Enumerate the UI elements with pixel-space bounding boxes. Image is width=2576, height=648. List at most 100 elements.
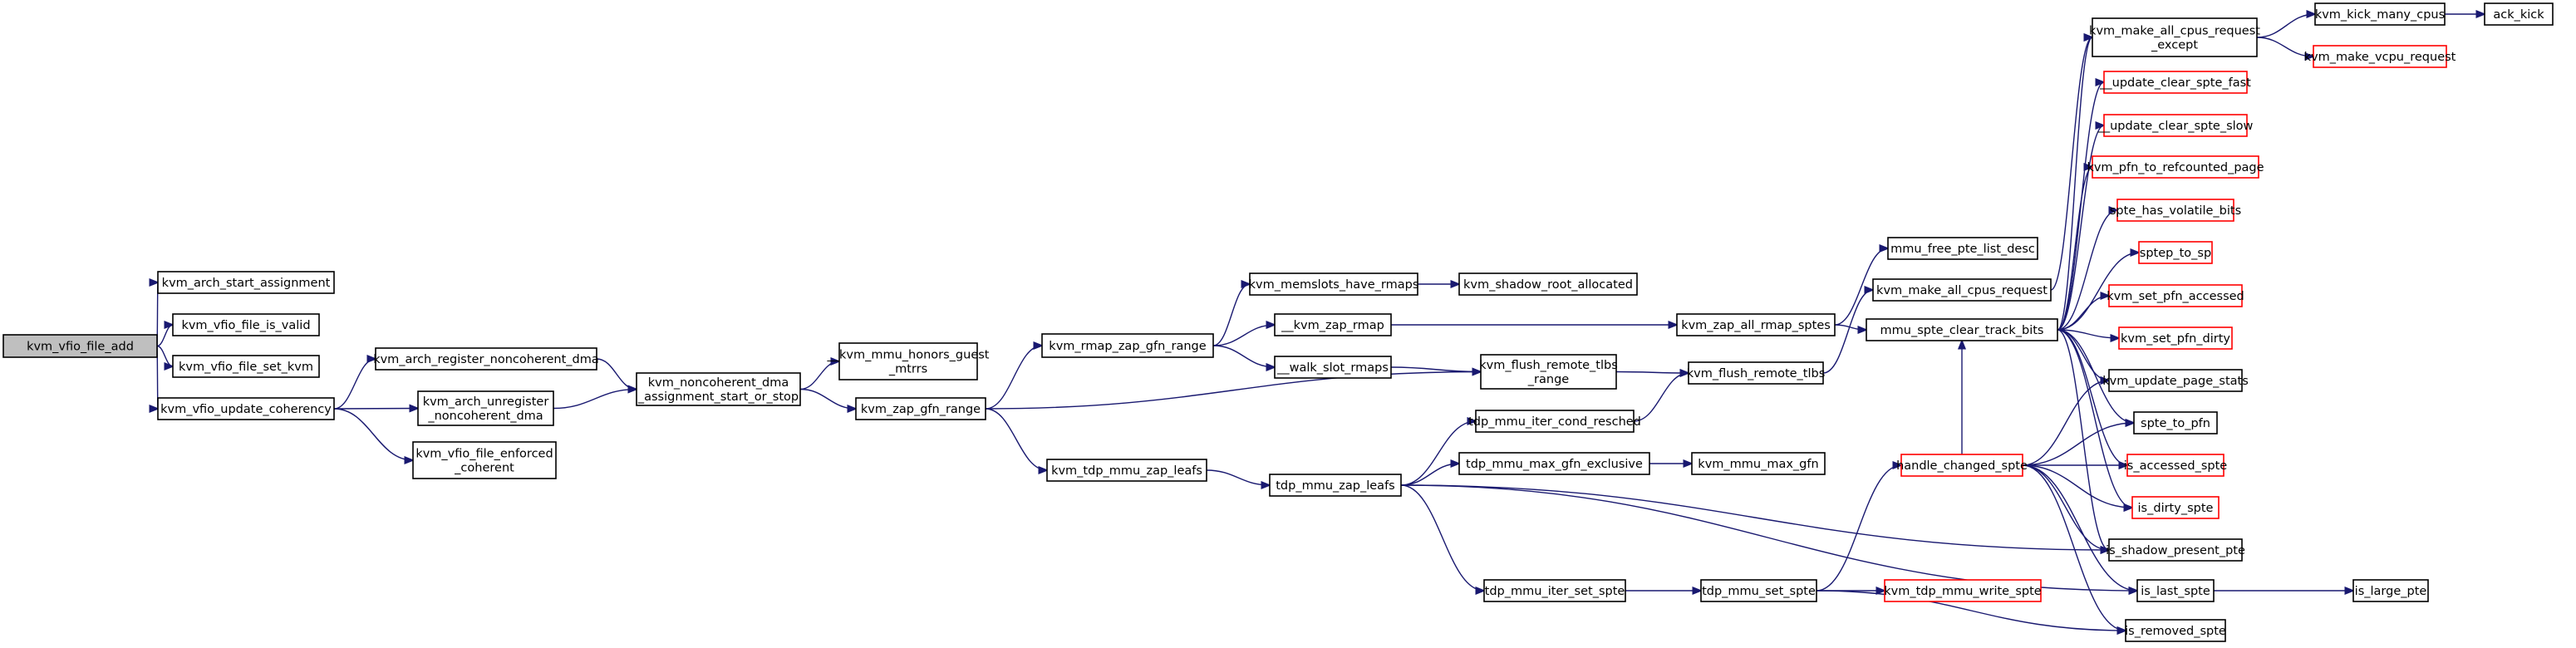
node-label: kvm_vfio_file_add	[27, 341, 134, 354]
node-label: __kvm_mmu_honors_guest	[827, 349, 990, 362]
edge-n29-n42	[2022, 464, 2132, 508]
node-ack-kick[interactable]: ack_kick	[2484, 2, 2554, 26]
node-label: spte_has_volatile_bits	[2110, 204, 2241, 218]
node-kvm-tdp-mmu-write-spte[interactable]: kvm_tdp_mmu_write_spte	[1884, 579, 2042, 602]
node-tdp-mmu-set-spte[interactable]: tdp_mmu_set_spte	[1700, 579, 1817, 602]
node-label: tdp_mmu_max_gfn_exclusive	[1466, 458, 1643, 471]
node-box	[636, 372, 801, 406]
node-is-last-spte[interactable]: is_last_spte	[2136, 579, 2215, 602]
node-kvm-set-pfn-accessed[interactable]: kvm_set_pfn_accessed	[2107, 284, 2244, 307]
node-box	[1884, 579, 2042, 602]
node-label: spte_to_pfn	[2141, 417, 2210, 430]
edge-n4-n7	[333, 408, 413, 460]
node-kvm-shadow-root-allocated[interactable]: kvm_shadow_root_allocated	[1458, 272, 1638, 296]
edge-n29-n39	[2022, 380, 2109, 466]
edge-n18-n21	[1400, 484, 1484, 591]
node-box	[1887, 237, 2038, 260]
node-mmu-spte-clear-track-bits[interactable]: mmu_spte_clear_track_bits	[1866, 318, 2058, 341]
node-kvm-rmap-zap-gfn-range[interactable]: kvm_rmap_zap_gfn_range	[1041, 333, 1214, 358]
node-kvm-make-vcpu-request[interactable]: kvm_make_vcpu_request	[2304, 45, 2456, 68]
node-update-clear-spte-fast[interactable]: __update_clear_spte_fast	[2099, 71, 2251, 94]
node-box	[412, 441, 557, 479]
node-kvm-arch-register-noncoherent-dma[interactable]: kvm_arch_register_noncoherent_dma	[373, 347, 599, 371]
edge-n8-n10	[799, 388, 856, 410]
node-kvm-flush-remote-tlbs[interactable]: kvm_flush_remote_tlbs	[1687, 361, 1826, 385]
node-kvm-vfio-file-is-valid[interactable]: kvm_vfio_file_is_valid	[172, 313, 320, 336]
node-handle-changed-spte[interactable]: handle_changed_spte	[1896, 454, 2028, 477]
node-update-clear-spte-slow[interactable]: __update_clear_spte_slow	[2097, 114, 2254, 137]
node-kvm-pfn-to-refcounted-page[interactable]: kvm_pfn_to_refcounted_page	[2087, 155, 2264, 179]
node-kvm-zap-all-rmap-sptes[interactable]: kvm_zap_all_rmap_sptes	[1676, 313, 1836, 336]
edge-n28-n40	[2057, 329, 2134, 423]
node-kvm-mmu-max-gfn[interactable]: kvm_mmu_max_gfn	[1691, 452, 1826, 475]
node-box	[1866, 318, 2058, 341]
node-label: _except	[2151, 39, 2198, 52]
node-tdp-mmu-max-gfn-exclusive[interactable]: tdp_mmu_max_gfn_exclusive	[1458, 452, 1650, 475]
node-spte-to-pfn[interactable]: spte_to_pfn	[2133, 411, 2218, 434]
node-kvm-zap-rmap[interactable]: __kvm_zap_rmap	[1274, 313, 1392, 336]
node-walk-slot-rmaps[interactable]: __walk_slot_rmaps	[1274, 356, 1392, 379]
edge-n28-n33	[2057, 125, 2104, 331]
node-label: kvm_tdp_mmu_zap_leafs	[1051, 464, 1202, 478]
node-label: kvm_update_page_stats	[2102, 375, 2249, 388]
node-kvm-vfio-file-add[interactable]: kvm_vfio_file_add	[2, 334, 158, 358]
node-label: tdp_mmu_set_spte	[1702, 585, 1816, 598]
node-box	[1475, 410, 1635, 433]
node-box	[1676, 313, 1836, 336]
node-kvm-vfio-file-enforced-coherent[interactable]: kvm_vfio_file_enforced_coherent	[412, 441, 557, 479]
node-kvm-make-all-cpus-request[interactable]: kvm_make_all_cpus_request	[1872, 278, 2052, 302]
node-kvm-kick-many-cpus[interactable]: kvm_kick_many_cpus	[2314, 2, 2446, 26]
node-tdp-mmu-zap-leafs[interactable]: tdp_mmu_zap_leafs	[1269, 474, 1402, 497]
node-is-dirty-spte[interactable]: is_dirty_spte	[2131, 496, 2220, 519]
node-label: mmu_free_pte_list_desc	[1890, 243, 2035, 256]
edge-n29-n45	[2022, 464, 2126, 631]
node-label: is_large_pte	[2355, 585, 2427, 598]
edge-n10-n17	[985, 372, 1481, 410]
node-is-removed-spte[interactable]: is_removed_spte	[2125, 619, 2226, 642]
node-box	[1483, 579, 1626, 602]
node-is-large-pte[interactable]: is_large_pte	[2352, 579, 2429, 602]
node-kvm-tdp-mmu-zap-leafs[interactable]: kvm_tdp_mmu_zap_leafs	[1046, 459, 1207, 482]
edge-n24-n27	[1822, 290, 1873, 374]
node-box	[375, 347, 597, 371]
node-label: kvm_make_vcpu_request	[2304, 51, 2456, 64]
node-label: kvm_arch_unregister	[423, 395, 549, 409]
edge-n17-n24	[1615, 372, 1689, 374]
node-label: _range	[1527, 373, 1569, 386]
node-is-shadow-present-pte[interactable]: is_shadow_present_pte	[2106, 538, 2245, 562]
node-kvm-vfio-update-coherency[interactable]: kvm_vfio_update_coherency	[157, 397, 335, 420]
node-label: kvm_shadow_root_allocated	[1463, 278, 1633, 292]
node-spte-has-volatile-bits[interactable]: spte_has_volatile_bits	[2110, 199, 2241, 222]
node-box	[855, 397, 986, 420]
node-box	[2484, 2, 2554, 26]
edge-n19-n24	[1633, 373, 1689, 422]
node-kvm-noncoherent-dma-assignment-start-or-stop[interactable]: kvm_noncoherent_dma_assignment_start_or_…	[636, 372, 801, 406]
node-kvm-flush-remote-tlbs-range[interactable]: kvm_flush_remote_tlbs_range	[1479, 354, 1618, 390]
node-kvm-zap-gfn-range[interactable]: kvm_zap_gfn_range	[855, 397, 986, 420]
node-kvm-arch-unregister-noncoherent-dma[interactable]: kvm_arch_unregister_noncoherent_dma	[417, 390, 554, 426]
node-mmu-free-pte-list-desc[interactable]: mmu_free_pte_list_desc	[1887, 237, 2038, 260]
node-sptep-to-sp[interactable]: sptep_to_sp	[2138, 241, 2213, 264]
node-box	[2125, 619, 2226, 642]
edge-n18-n44	[1400, 484, 2137, 591]
node-kvm-arch-start-assignment[interactable]: kvm_arch_start_assignment	[157, 271, 335, 294]
node-box	[1688, 361, 1824, 385]
node-kvm-vfio-file-set-kvm[interactable]: kvm_vfio_file_set_kvm	[172, 355, 320, 378]
node-tdp-mmu-iter-set-spte[interactable]: tdp_mmu_iter_set_spte	[1483, 579, 1626, 602]
node-kvm-update-page-stats[interactable]: kvm_update_page_stats	[2102, 369, 2249, 392]
node-box	[1458, 272, 1638, 296]
node-kvm-make-all-cpus-request-except[interactable]: kvm_make_all_cpus_request_except	[2089, 17, 2260, 57]
node-label: __update_clear_spte_slow	[2097, 120, 2254, 133]
node-label: kvm_make_all_cpus_request	[1876, 284, 2048, 297]
node-box	[838, 342, 978, 380]
node-kvm-mmu-honors-guest-mtrrs[interactable]: __kvm_mmu_honors_guest_mtrrs	[827, 342, 990, 380]
node-is-accessed-spte[interactable]: is_accessed_spte	[2124, 454, 2228, 477]
node-kvm-set-pfn-dirty[interactable]: kvm_set_pfn_dirty	[2118, 326, 2233, 350]
node-label: tdp_mmu_iter_cond_resched	[1468, 415, 1641, 429]
node-kvm-memslots-have-rmaps[interactable]: kvm_memslots_have_rmaps	[1249, 272, 1419, 296]
edge-n28-n35	[2057, 210, 2117, 331]
edge-n29-n43	[2022, 464, 2109, 550]
node-box	[2116, 199, 2234, 222]
node-tdp-mmu-iter-cond-resched[interactable]: tdp_mmu_iter_cond_resched	[1468, 410, 1641, 433]
edge-layer	[157, 14, 2485, 631]
